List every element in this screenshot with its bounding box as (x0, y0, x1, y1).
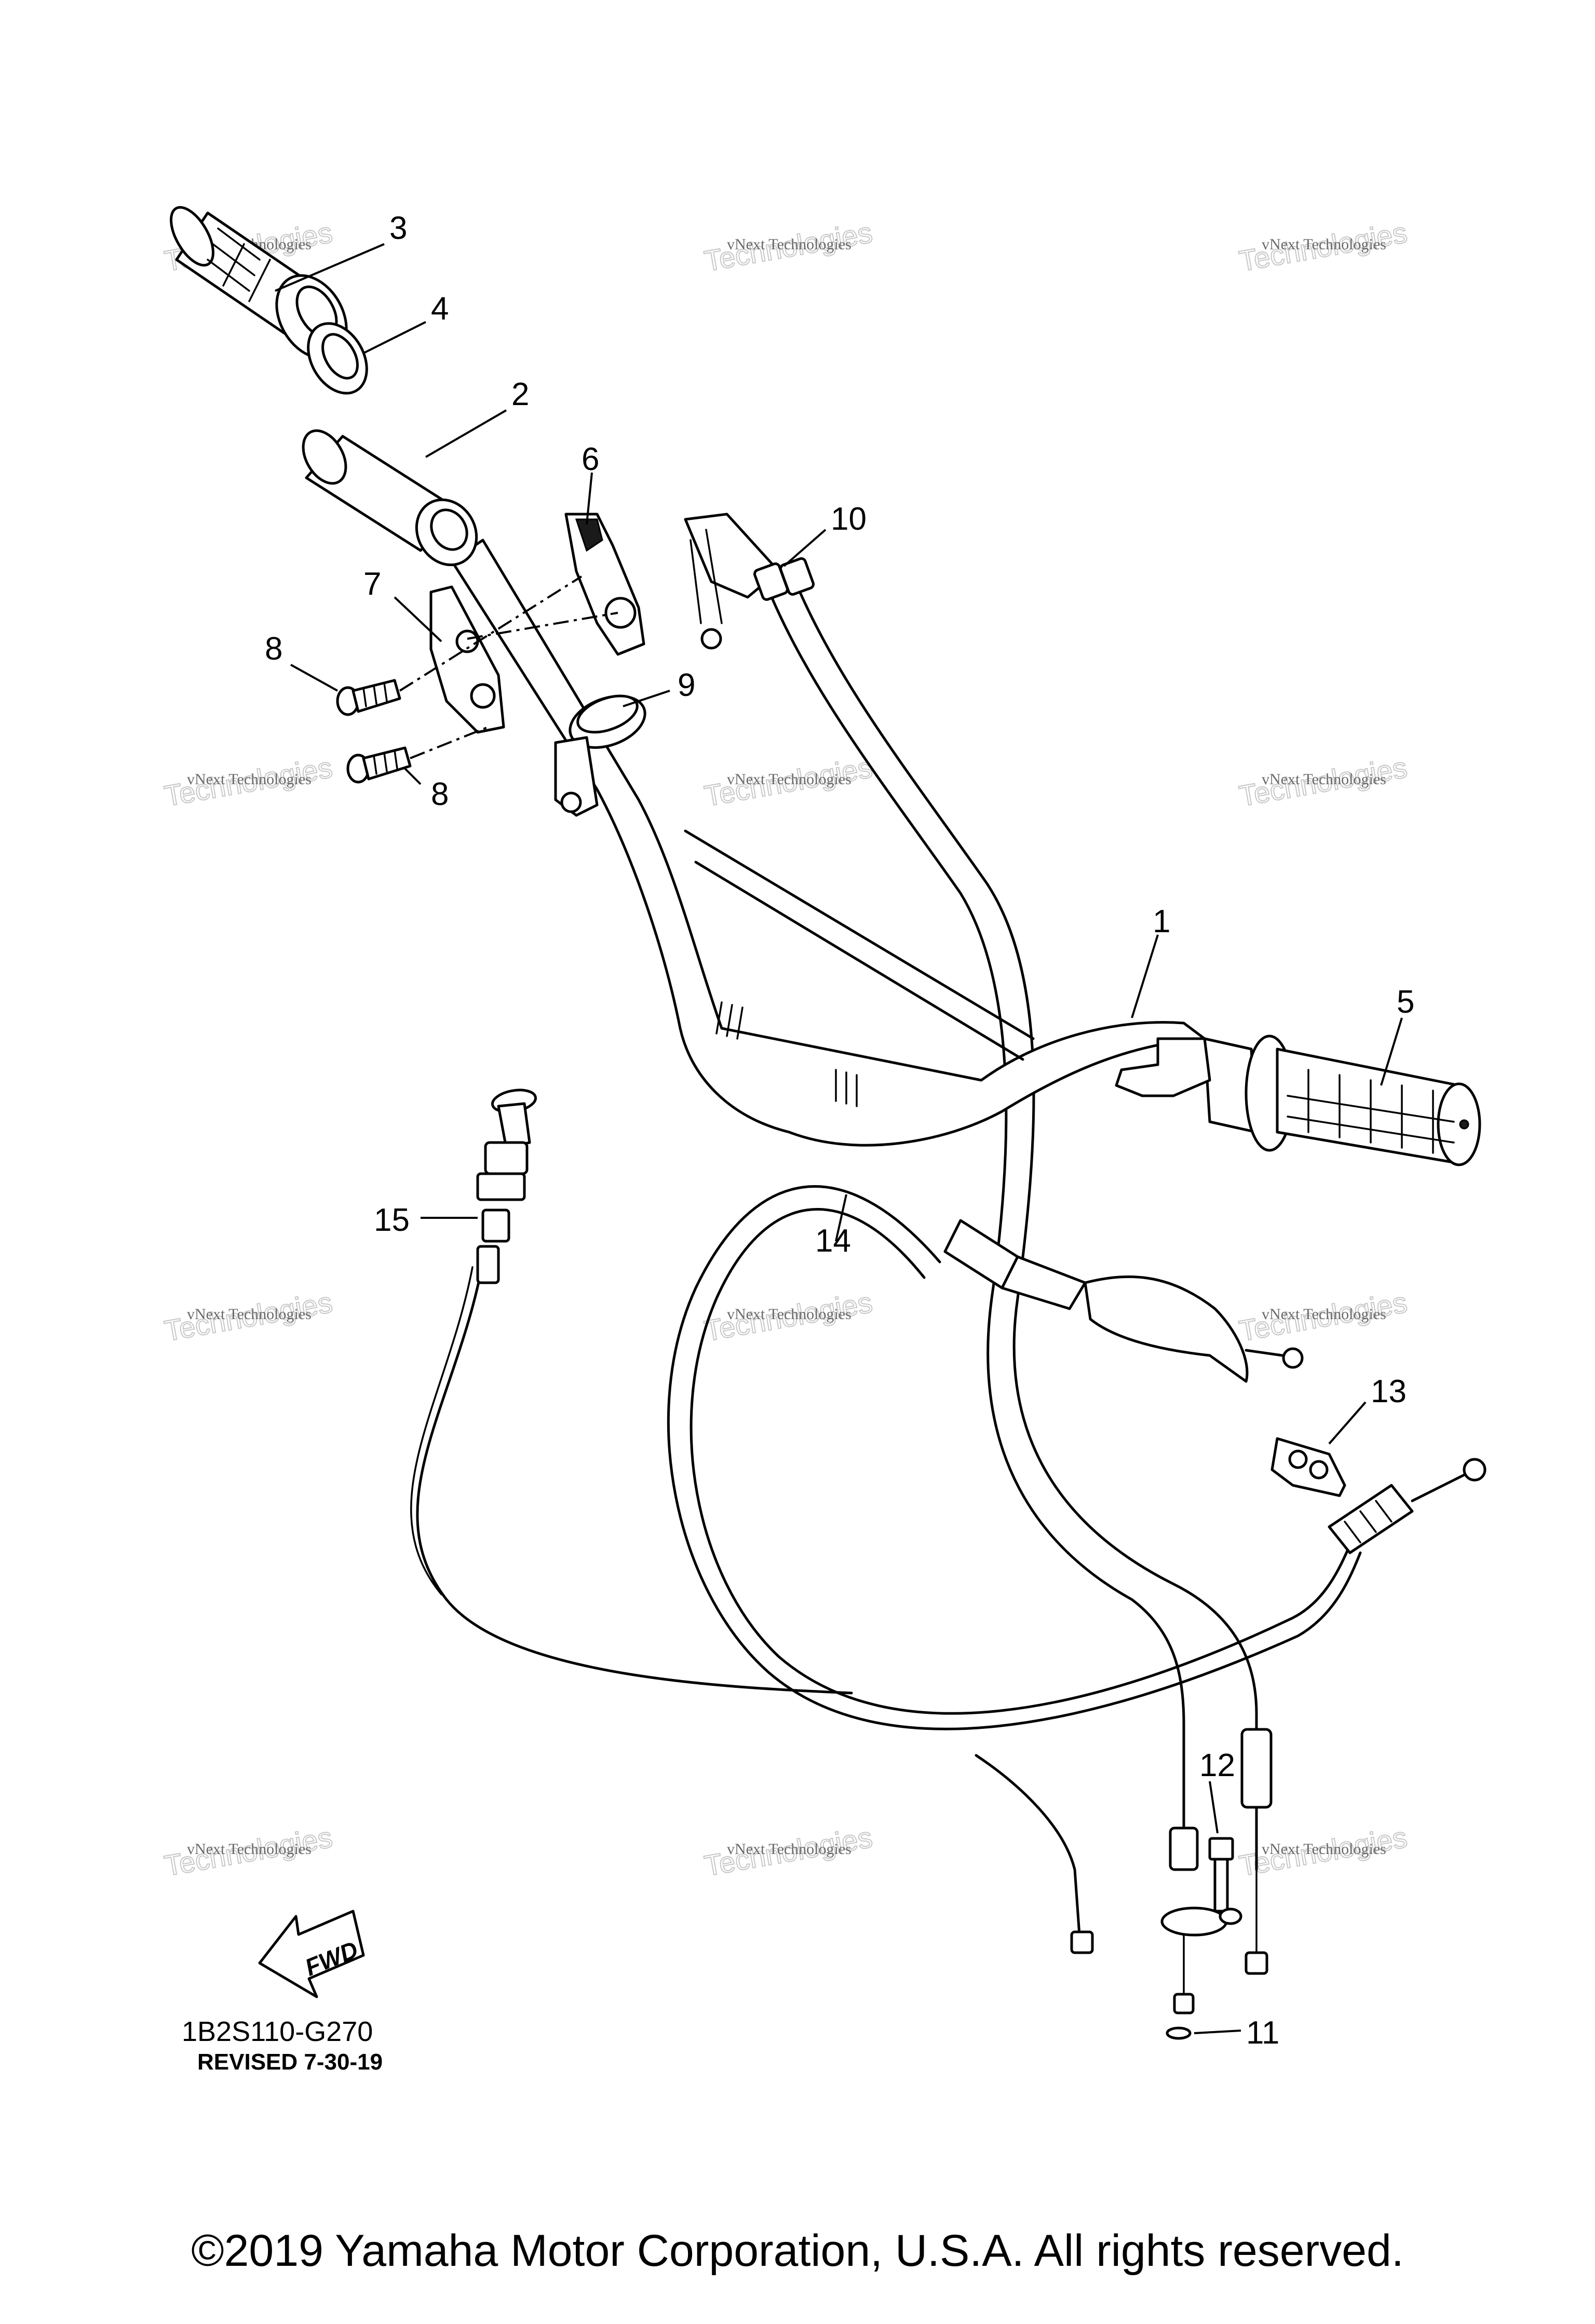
watermark: Technologies vNext Technologies (701, 1820, 875, 1883)
fwd-arrow: FWD (258, 1910, 365, 1998)
throttle-grip-tube-2 (302, 429, 478, 567)
watermark-small-text: vNext Technologies (187, 1306, 312, 1323)
callout-11: 11 (1246, 2015, 1279, 2051)
clutch-lever-assembly-14 (943, 1219, 1304, 1383)
holder-6 (564, 513, 645, 656)
throttle-cable-end-10 (684, 513, 815, 650)
cable-guide-bracket (1160, 1906, 1242, 1937)
watermark-small-text: vNext Technologies (727, 1841, 851, 1858)
bolt-8-upper (336, 679, 401, 716)
revision-label: REVISED 7-30-19 (197, 2049, 383, 2075)
watermark-small-text: vNext Technologies (187, 771, 312, 788)
callout-4: 4 (431, 291, 449, 327)
watermark-small-text: vNext Technologies (1262, 236, 1386, 253)
callout-3: 3 (389, 210, 407, 246)
diagram-code: 1B2S110-G270 (182, 2016, 373, 2047)
watermark-small-text: vNext Technologies (1262, 1306, 1386, 1323)
watermark-small-text: vNext Technologies (1262, 1841, 1386, 1858)
callout-numbers: 3 4 2 6 7 8 8 9 10 1 5 13 14 15 12 11 (265, 210, 1414, 2051)
watermark: Technologies vNext Technologies (161, 1820, 335, 1883)
watermark-small-text: vNext Technologies (1262, 771, 1386, 788)
callout-9: 9 (678, 667, 695, 703)
holder-7 (429, 585, 505, 734)
watermark: Technologies vNext Technologies (1236, 216, 1410, 278)
callout-13: 13 (1371, 1374, 1407, 1409)
watermark: Technologies vNext Technologies (161, 750, 335, 813)
hot-starter-15 (476, 1089, 537, 1284)
cable-clamp-9 (554, 694, 646, 817)
watermark: Technologies vNext Technologies (1236, 750, 1410, 813)
callout-15: 15 (374, 1202, 410, 1238)
callout-10: 10 (831, 501, 867, 537)
grip-5 (1115, 1035, 1481, 1166)
copyright-notice: ©2019 Yamaha Motor Corporation, U.S.A. A… (191, 2226, 1404, 2276)
watermark: Technologies vNext Technologies (701, 1285, 875, 1348)
callout-8-lower: 8 (431, 776, 449, 812)
watermark-small-text: vNext Technologies (187, 1841, 312, 1858)
watermark: Technologies vNext Technologies (1236, 1285, 1410, 1348)
callout-12: 12 (1199, 1748, 1235, 1783)
cable-adjuster-sleeve (1169, 1826, 1199, 1871)
assembly-guide-lines (399, 575, 618, 759)
callout-14: 14 (815, 1223, 851, 1259)
collar-4 (307, 322, 368, 395)
callout-7: 7 (363, 566, 381, 602)
hot-start-cable-15 (410, 1260, 853, 1695)
clutch-cable-adjuster (1328, 1458, 1486, 1554)
o-ring-11 (1166, 2026, 1192, 2040)
callout-5: 5 (1397, 984, 1414, 1020)
watermark: Technologies vNext Technologies (1236, 1820, 1410, 1883)
handlebar-1 (450, 539, 1206, 1147)
watermark: Technologies vNext Technologies (701, 216, 875, 278)
bolt-8-lower (346, 746, 412, 784)
watermark: Technologies vNext Technologies (161, 1285, 335, 1348)
cable-adjuster-sleeve (1240, 1728, 1273, 1809)
leader-lines (275, 243, 1403, 2034)
cable-holder-13 (1270, 1437, 1346, 1497)
watermark-small-text: vNext Technologies (727, 236, 851, 253)
callout-6: 6 (582, 441, 599, 477)
callout-8-upper: 8 (265, 631, 282, 667)
callout-2: 2 (511, 377, 529, 412)
clutch-cable-14 (667, 1185, 1362, 1954)
callout-1: 1 (1153, 904, 1170, 939)
bolt-12 (1208, 1837, 1234, 1913)
watermark-small-text: vNext Technologies (727, 1306, 851, 1323)
watermark-small-text: vNext Technologies (727, 771, 851, 788)
watermark: Technologies vNext Technologies (701, 750, 875, 813)
